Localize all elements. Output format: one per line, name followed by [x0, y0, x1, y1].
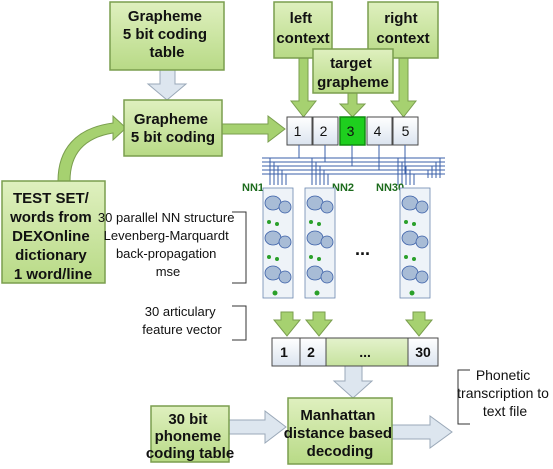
test-set-line-2: words from — [9, 209, 92, 226]
grapheme-table-line-2: 5 bit coding — [123, 26, 207, 43]
arrow-nn2-to-output — [304, 311, 334, 337]
nn2-label: NN2 — [332, 182, 354, 194]
test-set-line-5: 1 word/line — [14, 266, 92, 283]
arrow-nn30-to-output — [404, 311, 434, 337]
right-context-box — [367, 1, 439, 59]
feature-vector-line-2: feature vector — [142, 322, 222, 337]
test-set-line-4: dictionary — [15, 247, 87, 264]
output-cell-2-label: 2 — [307, 344, 315, 360]
manhattan-line-3: decoding — [307, 443, 374, 460]
feature-vector-line-1: 30 articulary — [145, 304, 216, 319]
svg-text:right context: right context — [376, 10, 429, 47]
test-set-box — [1, 180, 106, 284]
phonetic-line-3: text file — [483, 403, 528, 419]
output-cell-30 — [407, 337, 439, 367]
phoneme-table-line-1: 30 bit — [168, 411, 207, 428]
input-cell-4-label: 4 — [374, 123, 382, 139]
svg-text:Grapheme 5 bit coding: Grapheme 5 bit coding table — [123, 8, 211, 61]
nn1-column — [262, 187, 294, 299]
arrow-coding-to-cells — [221, 114, 286, 144]
target-grapheme-line-1: target — [330, 55, 372, 72]
svg-text:30 bit phoneme coding: 30 bit phoneme coding table — [146, 411, 234, 462]
arrow-to-text-file — [391, 415, 453, 449]
svg-text:1 2 3 4: 1 2 3 4 5 — [294, 123, 410, 139]
manhattan-line-2: distance based — [284, 425, 392, 442]
wiring-bus — [262, 145, 445, 185]
phonetic-bracket — [457, 369, 470, 425]
right-context-line-1: right — [384, 10, 417, 27]
svg-text:Phonetic transcription to: Phonetic transcription to text file — [457, 367, 553, 419]
input-cell-2-label: 2 — [320, 123, 328, 139]
phonetic-line-2: transcription to — [457, 385, 549, 401]
grapheme-coding-box — [123, 99, 223, 157]
arrow-phoneme-to-manhattan — [228, 409, 287, 445]
arrow-nn1-to-output — [272, 311, 302, 337]
arrow-right-context — [389, 57, 418, 118]
arrow-testset-to-coding — [57, 114, 127, 182]
nn-structure-line-4: mse — [156, 264, 181, 279]
nn30-label: NN30 — [376, 182, 404, 194]
nn-structure-bracket — [232, 211, 247, 284]
manhattan-line-1: Manhattan — [300, 407, 375, 424]
output-cell-2 — [299, 337, 327, 367]
svg-text:30 parallel NN structure L: 30 parallel NN structure Levenberg-Marqu… — [98, 210, 238, 279]
svg-text:Manhattan distance based: Manhattan distance based decoding — [284, 407, 397, 460]
input-cells-row: 1 2 3 4 5 — [286, 116, 419, 146]
output-cell-1 — [271, 337, 301, 367]
output-cell-1-label: 1 — [280, 344, 288, 360]
output-ellipsis-label: ... — [359, 344, 371, 360]
nn-structure-line-2: Levenberg-Marquardt — [104, 228, 229, 243]
test-set-line-1: TEST SET/ — [13, 190, 90, 207]
phoneme-coding-table-box — [150, 405, 230, 463]
target-grapheme-line-2: grapheme — [317, 74, 389, 91]
arrow-table-to-coding — [146, 69, 188, 101]
arrow-left-context — [289, 57, 318, 118]
test-set-line-3: DEXOnline — [12, 228, 90, 245]
manhattan-decoding-box — [287, 397, 393, 465]
phoneme-table-line-2: phoneme — [155, 428, 222, 445]
nn30-column — [399, 187, 431, 299]
input-cell-2 — [312, 116, 339, 146]
arrow-to-manhattan — [332, 364, 374, 399]
input-cell-1-label: 1 — [294, 123, 302, 139]
input-cell-1 — [286, 116, 313, 146]
svg-text:1 2 ... 30: 1 2 ... 30 — [280, 344, 431, 360]
nn1-label: NN1 — [242, 182, 264, 194]
feature-vector-bracket — [232, 305, 247, 341]
grapheme-coding-table-box — [109, 1, 225, 71]
svg-text:target grapheme: target grapheme — [317, 55, 389, 91]
grapheme-table-line-3: table — [149, 44, 184, 61]
output-vector-bar: 1 2 ... 30 — [271, 337, 439, 367]
grapheme-coding-line-2: 5 bit coding — [131, 129, 215, 146]
nn-structure-line-1: 30 parallel NN structure — [98, 210, 235, 225]
nn-structure-line-3: back-propagation — [116, 246, 216, 261]
output-cell-30-label: 30 — [415, 344, 431, 360]
input-cell-5-label: 5 — [402, 123, 410, 139]
phoneme-table-line-3: coding table — [146, 445, 234, 462]
nn2-column — [304, 187, 336, 299]
svg-text:left context: left context — [276, 10, 329, 47]
target-grapheme-box — [312, 48, 394, 94]
phonetic-line-1: Phonetic — [476, 367, 530, 383]
grapheme-coding-line-1: Grapheme — [134, 111, 208, 128]
nn-ellipsis: ... — [355, 239, 370, 259]
left-context-line-2: context — [276, 30, 329, 47]
left-context-line-1: left — [290, 10, 313, 27]
input-cell-5 — [392, 116, 419, 146]
input-cell-3-label: 3 — [347, 123, 355, 139]
svg-text:30 articulary feature vect: 30 articulary feature vector — [142, 304, 222, 337]
svg-text:Grapheme 5 bit coding: Grapheme 5 bit coding — [131, 111, 215, 146]
arrow-target-grapheme — [338, 92, 367, 118]
svg-text:TEST SET/ words from D: TEST SET/ words from DEXOnline dictionar… — [9, 190, 96, 283]
grapheme-table-line-1: Grapheme — [128, 8, 202, 25]
right-context-line-2: context — [376, 30, 429, 47]
